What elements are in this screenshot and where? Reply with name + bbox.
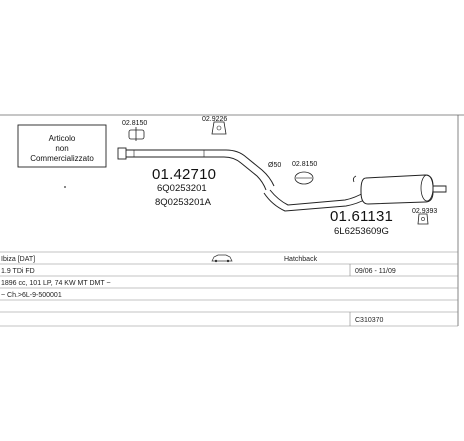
rear-pipe-drawing <box>263 175 367 212</box>
clamp-mid-upper-label: 02.9226 <box>202 116 227 123</box>
clamp-right-label: 02.8150 <box>292 161 317 168</box>
front-pipe-drawing <box>117 147 275 191</box>
front-pipe-ref-1: 6Q0253201 <box>157 183 207 194</box>
rear-muffler-ref-1: 6L6253609G <box>334 226 389 237</box>
clamp-left-icon <box>128 127 145 141</box>
clamp-mid-upper-icon <box>211 121 227 135</box>
notice-line-2: non <box>55 144 68 153</box>
clamp-left-label: 02.8150 <box>122 120 147 127</box>
not-commercialized-notice: Articolo non Commercializzato <box>17 124 107 168</box>
rear-muffler-drawing <box>360 174 447 205</box>
notice-line-3: Commercializzato <box>30 154 94 163</box>
table-engine: 1.9 TDi FD <box>1 268 35 275</box>
front-pipe-part-number: 01.42710 <box>152 166 216 183</box>
table-engine-spec: 1896 cc, 101 LP, 74 KW MT DMT ~ <box>1 280 111 287</box>
diameter-label: Ø50 <box>268 162 281 169</box>
table-dates: 09/06 - 11/09 <box>355 268 396 275</box>
vehicle-info-table: Ibiza [DAT] Hatchback 1.9 TDi FD 09/06 -… <box>0 251 458 327</box>
rear-muffler-part-number: 01.61131 <box>330 208 393 225</box>
table-chassis: ~ Ch.>6L-9-500001 <box>1 292 62 299</box>
bullet-dot <box>64 186 66 188</box>
hanger-rear-icon <box>417 213 429 225</box>
table-code: C310370 <box>355 317 384 324</box>
table-model: Ibiza [DAT] <box>1 256 35 263</box>
clamp-right-icon <box>294 171 314 185</box>
car-silhouette-icon <box>211 254 233 263</box>
front-pipe-ref-2: 8Q0253201A <box>155 197 212 208</box>
notice-line-1: Articolo <box>49 134 76 143</box>
hanger-rear-label: 02.9393 <box>412 208 437 215</box>
table-body-type: Hatchback <box>284 256 318 263</box>
